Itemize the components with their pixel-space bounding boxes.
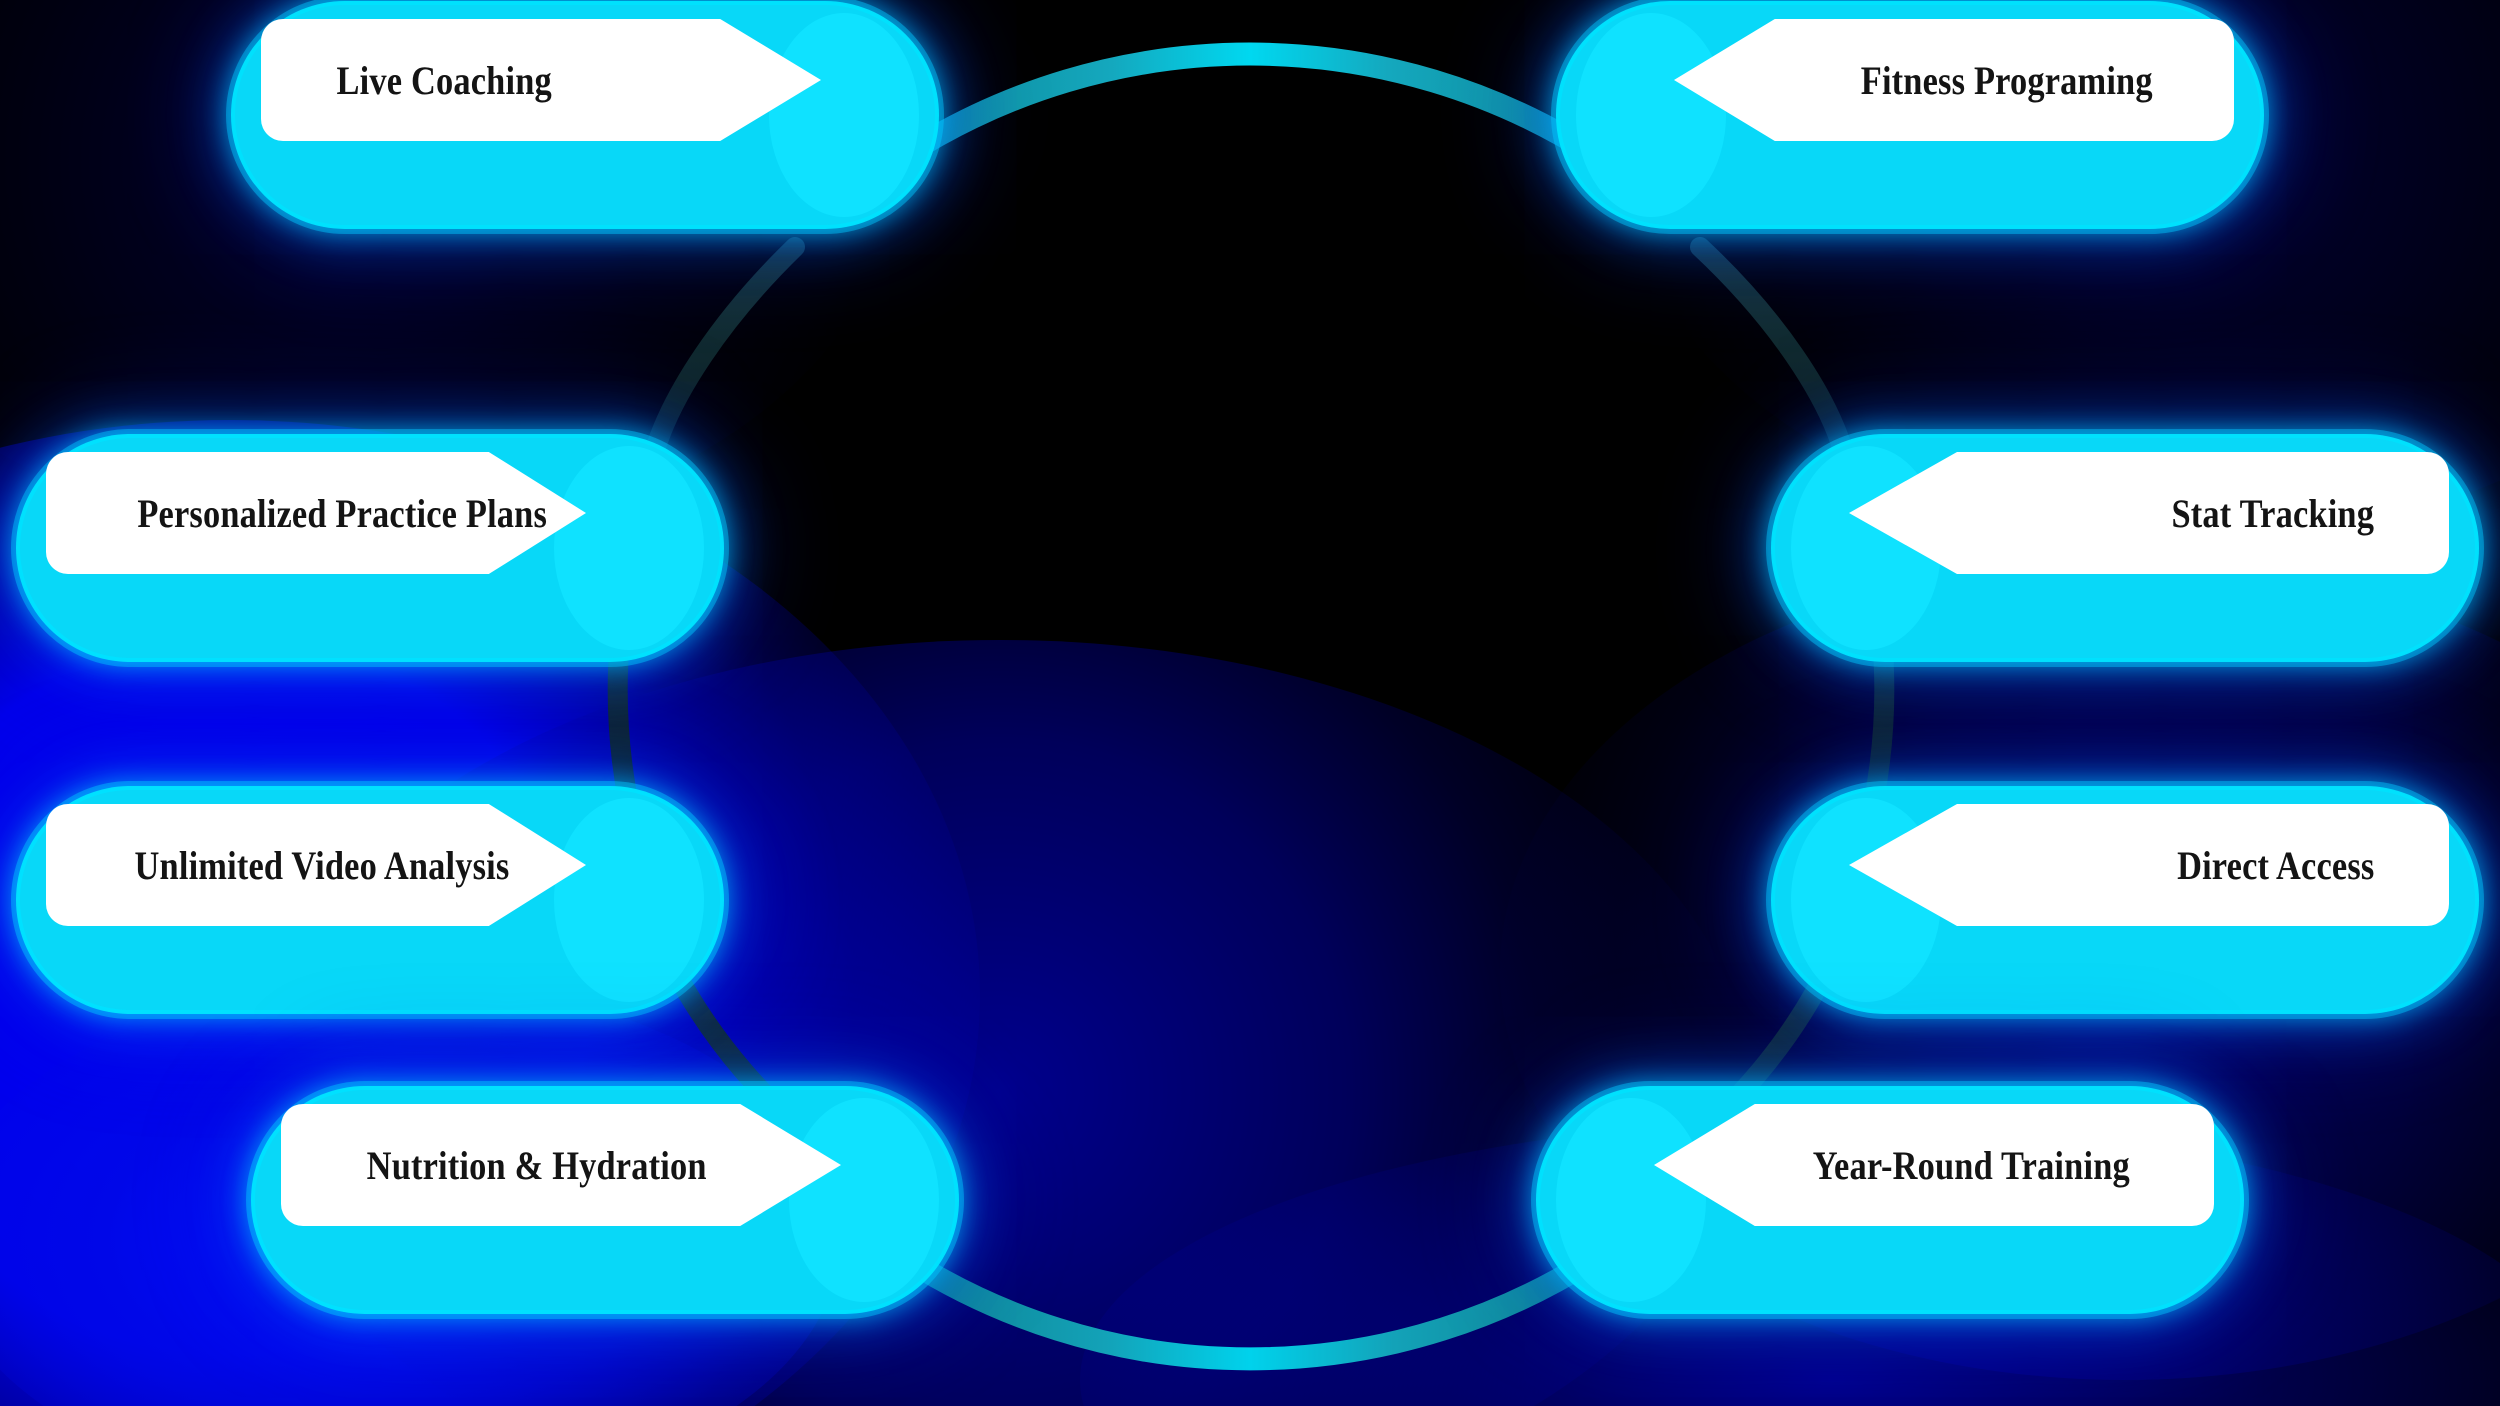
node-label: Unlimited Video Analysis [134, 842, 510, 888]
node-plate: Stat Tracking [1849, 452, 2449, 574]
node-knob [554, 798, 704, 1002]
node-label: Stat Tracking [2171, 490, 2375, 536]
node-direct-access[interactable]: Direct Access [1775, 790, 2475, 1010]
arc-top [893, 42, 1607, 167]
node-knob [1576, 13, 1726, 217]
node-knob [769, 13, 919, 217]
node-knob [789, 1098, 939, 1302]
node-plate: Fitness Programing [1674, 19, 2234, 141]
node-knob [554, 446, 704, 650]
node-label: Personalized Practice Plans [137, 490, 548, 536]
node-year-round-training[interactable]: Year-Round Training [1540, 1090, 2240, 1310]
arc-bottom [878, 1236, 1622, 1371]
node-plate: Personalized Practice Plans [46, 452, 586, 574]
node-nutrition-hydration[interactable]: Nutrition & Hydration [255, 1090, 955, 1310]
node-plate: Direct Access [1849, 804, 2449, 926]
node-live-coaching[interactable]: Live Coaching [235, 5, 935, 225]
node-label: Live Coaching [336, 57, 552, 103]
node-knob [1556, 1098, 1706, 1302]
node-stat-tracking[interactable]: Stat Tracking [1775, 438, 2475, 658]
arc-upper-left [645, 237, 805, 460]
node-personalized-practice-plans[interactable]: Personalized Practice Plans [20, 438, 720, 658]
node-plate: Nutrition & Hydration [281, 1104, 841, 1226]
node-unlimited-video-analysis[interactable]: Unlimited Video Analysis [20, 790, 720, 1010]
node-label: Nutrition & Hydration [366, 1142, 707, 1188]
node-plate: Unlimited Video Analysis [46, 804, 586, 926]
node-plate: Live Coaching [261, 19, 821, 141]
arc-upper-right [1690, 237, 1853, 460]
node-label: Year-Round Training [1813, 1142, 2131, 1188]
node-plate: Year-Round Training [1654, 1104, 2214, 1226]
node-label: Direct Access [2177, 842, 2375, 888]
node-fitness-programing[interactable]: Fitness Programing [1560, 5, 2260, 225]
node-label: Fitness Programing [1860, 57, 2153, 103]
